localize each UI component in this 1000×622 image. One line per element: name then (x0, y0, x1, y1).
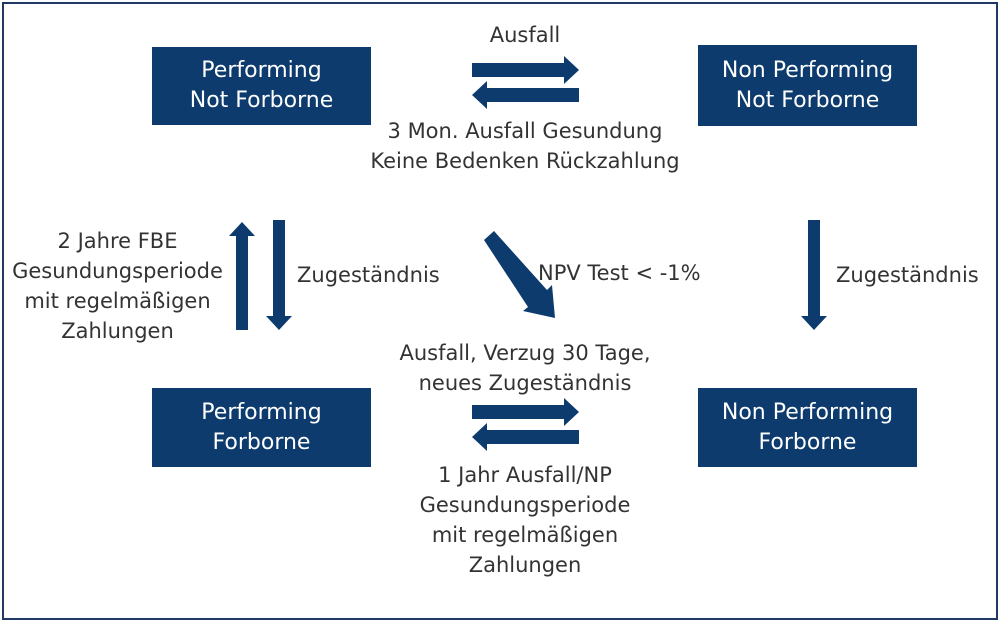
label-diagonal: NPV Test < -1% (538, 261, 701, 285)
label-line: mit regelmäßigen (431, 523, 619, 547)
state-performing-not-forborne: Performing Not Forborne (152, 47, 371, 125)
label-left-down: Zugeständnis (297, 263, 440, 287)
label-line: Ausfall, Verzug 30 Tage, (399, 341, 651, 365)
state-label-line2: Forborne (758, 429, 857, 455)
state-label-line1: Performing (201, 399, 322, 425)
label-line: Gesundungsperiode (419, 493, 631, 517)
arrow-diagonal-icon (484, 231, 555, 318)
label-line: neues Zugeständnis (418, 371, 632, 395)
arrow-right-icon (472, 56, 579, 84)
label-line: Zahlungen (61, 319, 174, 343)
arrow-left-icon (472, 423, 579, 451)
state-performing-forborne: Performing Forborne (152, 388, 371, 467)
state-label-line1: Performing (201, 58, 322, 83)
state-label-line1: Non Performing (721, 399, 894, 425)
label-top-back: 3 Mon. Ausfall Gesundung Keine Bedenken … (355, 116, 695, 176)
label-line: Keine Bedenken Rückzahlung (370, 149, 680, 173)
arrow-right-icon (472, 398, 579, 426)
state-label-line2: Forborne (212, 429, 311, 455)
label-line: Zahlungen (468, 553, 582, 577)
label-left-up: 2 Jahre FBE Gesundungsperiode mit regelm… (10, 226, 225, 346)
state-non-performing-not-forborne: Non Performing Not Forborne (698, 45, 917, 126)
state-label-line2: Not Forborne (735, 87, 880, 113)
label-top-forward: Ausfall (489, 23, 561, 47)
arrow-down-icon (266, 220, 292, 330)
label-line: 1 Jahr Ausfall/NP (438, 463, 612, 487)
arrow-up-icon (229, 222, 255, 330)
label-right-down: Zugeständnis (836, 263, 979, 287)
arrow-down-icon (801, 220, 827, 330)
state-label-line1: Non Performing (721, 57, 894, 83)
label-line: mit regelmäßigen (24, 289, 211, 313)
label-bottom-back: 1 Jahr Ausfall/NP Gesundungsperiode mit … (400, 460, 650, 580)
label-bottom-forward: Ausfall, Verzug 30 Tage, neues Zugeständ… (375, 338, 675, 398)
label-line: 3 Mon. Ausfall Gesundung (387, 119, 663, 143)
state-label-line2: Not Forborne (189, 88, 334, 113)
label-line: Gesundungsperiode (12, 259, 223, 283)
arrow-left-icon (472, 81, 579, 109)
label-line: 2 Jahre FBE (57, 229, 178, 253)
state-non-performing-forborne: Non Performing Forborne (698, 388, 917, 467)
